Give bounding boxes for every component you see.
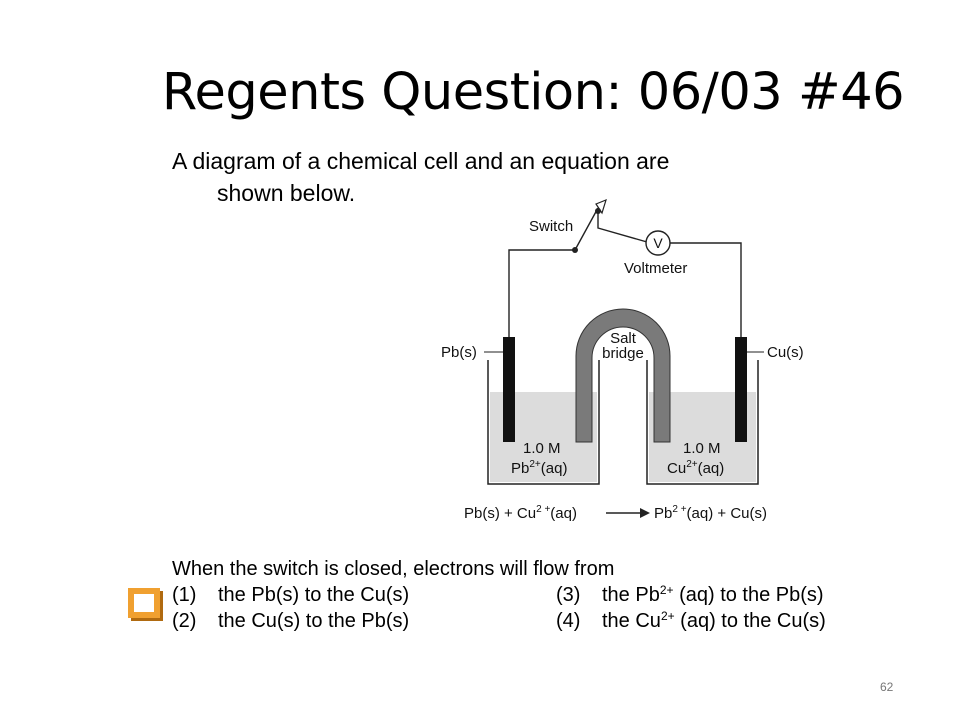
switch-to-voltmeter-wire	[597, 212, 648, 243]
voltmeter-symbol: V	[653, 235, 663, 251]
option-2[interactable]: (2)the Cu(s) to the Pb(s)	[172, 610, 410, 632]
slide-title: Regents Question: 06/03 #46	[161, 63, 905, 122]
equation-reactants: Pb(s) + Cu2 +(aq)	[464, 504, 577, 522]
intro-text: A diagram of a chemical cell and an equa…	[172, 145, 892, 209]
switch-lever[interactable]	[574, 207, 599, 251]
switch-pivot	[572, 247, 578, 253]
pb-electrode-label: Pb(s)	[441, 344, 477, 361]
switch-arrow-icon	[595, 198, 607, 215]
right-solution-ion: Cu2+(aq)	[667, 459, 724, 477]
voltmeter-label: Voltmeter	[624, 260, 687, 277]
option-3[interactable]: (3)the Pb2+ (aq) to the Pb(s)	[556, 583, 824, 606]
left-solution-concentration: 1.0 M	[523, 440, 561, 457]
salt-bridge-label-1: Salt	[610, 330, 637, 347]
intro-line-2: shown below.	[217, 180, 356, 206]
left-beaker	[487, 360, 600, 485]
copper-electrode	[735, 337, 747, 442]
salt-bridge	[575, 308, 671, 443]
equation-products: Pb2 +(aq) + Cu(s)	[654, 504, 767, 522]
cu-electrode-label: Cu(s)	[767, 344, 804, 361]
salt-bridge-label-2: bridge	[602, 345, 644, 362]
left-wire	[508, 249, 575, 337]
right-solution-concentration: 1.0 M	[683, 440, 721, 457]
checkbox-icon[interactable]	[128, 588, 160, 618]
page-number: 62	[880, 680, 894, 694]
intro-line-1: A diagram of a chemical cell and an equa…	[172, 148, 670, 174]
equation-arrow-icon	[640, 508, 650, 518]
option-4[interactable]: (4)the Cu2+ (aq) to the Cu(s)	[556, 609, 826, 632]
lead-electrode	[503, 337, 515, 442]
option-1[interactable]: (1)the Pb(s) to the Cu(s)	[172, 584, 410, 606]
switch-label: Switch	[529, 218, 573, 235]
right-wire	[670, 242, 742, 337]
question-block: When the switch is closed, electrons wil…	[172, 556, 932, 634]
left-solution-ion: Pb2+(aq)	[511, 459, 567, 477]
right-beaker	[646, 360, 759, 485]
question-stem: When the switch is closed, electrons wil…	[172, 558, 615, 580]
